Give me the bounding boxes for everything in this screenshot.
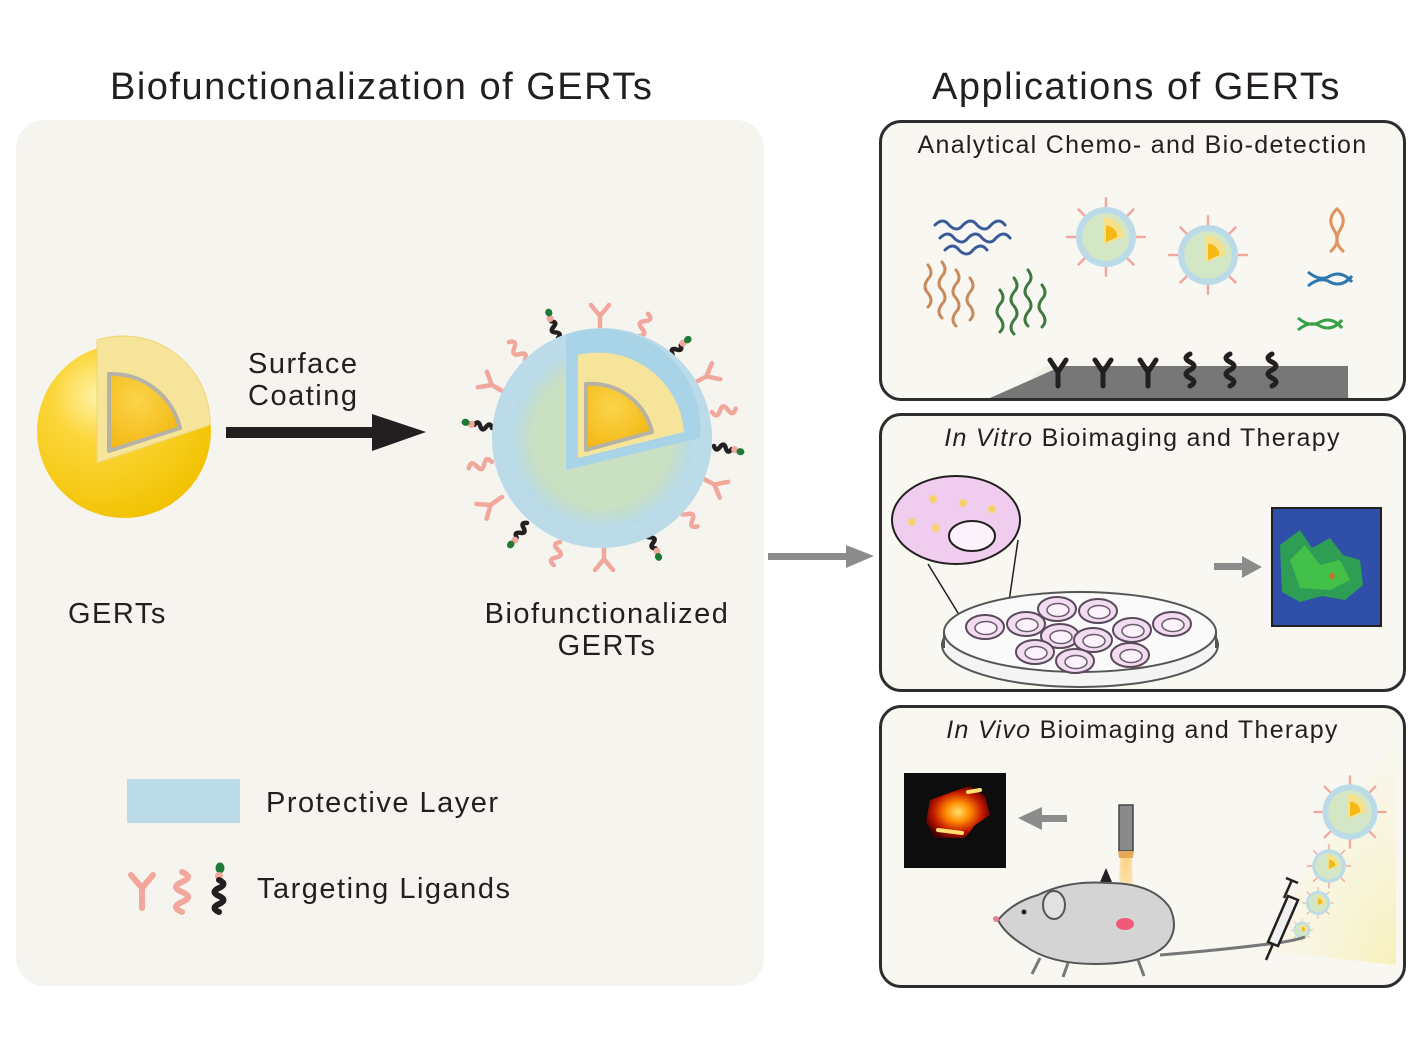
in-vivo-title-italic: In Vivo: [946, 716, 1032, 744]
antibody-ligand-icon: [128, 872, 156, 911]
in-vitro-title-italic: In Vitro: [944, 424, 1034, 452]
panel-connector-arrow: [768, 545, 874, 568]
biofunctionalization-panel: [16, 120, 764, 986]
in-vivo-title-rest: Bioimaging and Therapy: [1031, 716, 1339, 744]
in-vitro-title-rest: Bioimaging and Therapy: [1033, 424, 1341, 452]
targeting-ligands-label: Targeting Ligands: [257, 873, 512, 905]
in-vitro-illustration: [891, 475, 1382, 688]
gerts-particle: [37, 335, 211, 518]
detection-title: Analytical Chemo- and Bio-detection: [917, 131, 1368, 159]
gerts-label: GERTs: [68, 598, 167, 630]
biofunctionalized-line2: GERTs: [557, 630, 657, 662]
biofunctionalized-line1: Biofunctionalized: [484, 598, 730, 630]
surface-coating-line1: Surface: [248, 348, 359, 380]
surface-coating-label: Surface Coating: [248, 348, 358, 412]
thermal-image: [904, 773, 1006, 868]
in-vitro-title: In Vitro Bioimaging and Therapy: [882, 424, 1403, 453]
aptamer-ligand-icon: [211, 862, 227, 915]
surface-coating-arrow: [226, 414, 426, 451]
protein-icon: [923, 219, 1047, 336]
biofunctionalized-particle: [461, 305, 745, 570]
surface-coating-line2: Coating: [248, 380, 359, 412]
biofunctionalized-label: Biofunctionalized GERTs: [467, 598, 747, 662]
protective-layer-label: Protective Layer: [266, 787, 500, 819]
detection-illustration: [923, 197, 1354, 398]
left-heading: Biofunctionalization of GERTs: [110, 66, 654, 108]
in-vivo-illustration: [904, 738, 1396, 978]
mouse-icon: [993, 881, 1306, 978]
right-heading: Applications of GERTs: [932, 66, 1341, 108]
petri-dish-icon: [941, 591, 1219, 688]
in-vivo-title: In Vivo Bioimaging and Therapy: [882, 716, 1403, 745]
peptide-ligand-icon: [173, 869, 191, 915]
detection-box: Analytical Chemo- and Bio-detection: [879, 120, 1406, 401]
protective-layer-swatch: [127, 779, 240, 823]
dna-icon: [1297, 206, 1354, 332]
syringe-icon: [1264, 876, 1300, 961]
fluorescence-image: [1271, 507, 1382, 627]
